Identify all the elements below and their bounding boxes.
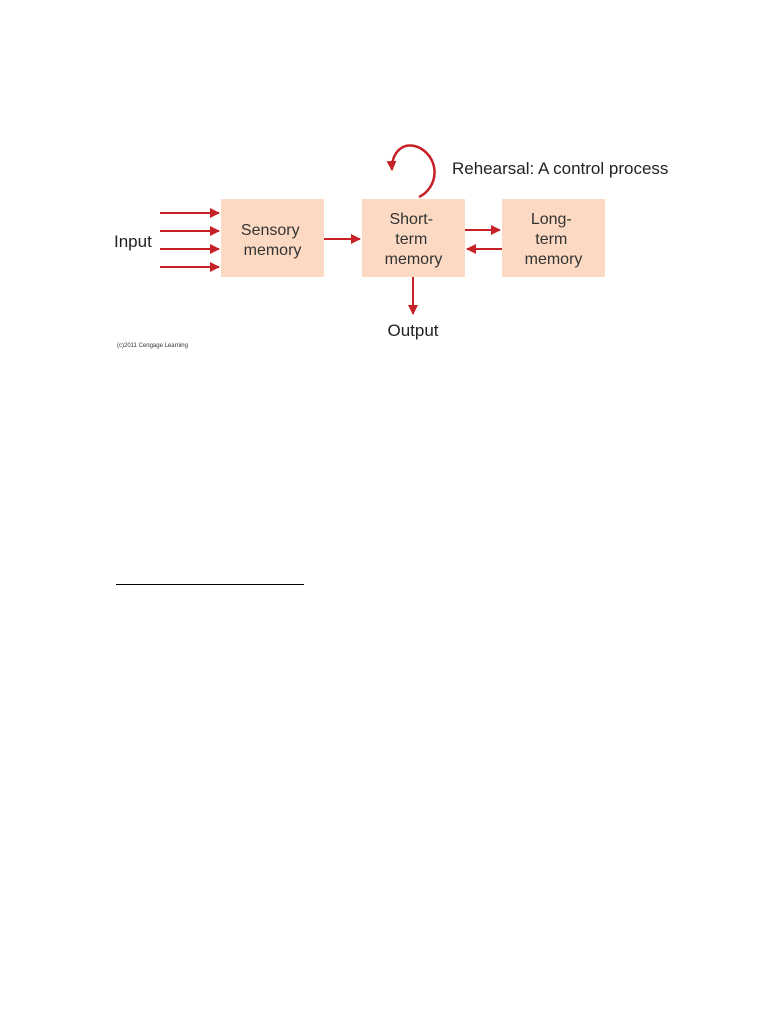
output-label: Output bbox=[387, 321, 438, 340]
sensory-memory-label-line: Sensory bbox=[241, 222, 300, 239]
short-term-memory-label-line: Short- bbox=[389, 211, 433, 228]
long-term-memory-label-line: memory bbox=[525, 251, 583, 268]
rehearsal-label: Rehearsal: A control process bbox=[452, 159, 668, 178]
long-term-memory-label-line: Long- bbox=[531, 211, 572, 228]
long-term-memory-label-line: term bbox=[535, 231, 567, 248]
copyright-credit: (c)2011 Cengage Learning bbox=[117, 343, 188, 349]
rehearsal-loop-arrow bbox=[392, 145, 435, 197]
short-term-memory-label-line: memory bbox=[385, 251, 443, 268]
short-term-memory-label-line: term bbox=[395, 231, 427, 248]
sensory-memory-label-line: memory bbox=[244, 242, 302, 259]
footnote-rule bbox=[116, 584, 304, 585]
input-label: Input bbox=[114, 232, 152, 251]
